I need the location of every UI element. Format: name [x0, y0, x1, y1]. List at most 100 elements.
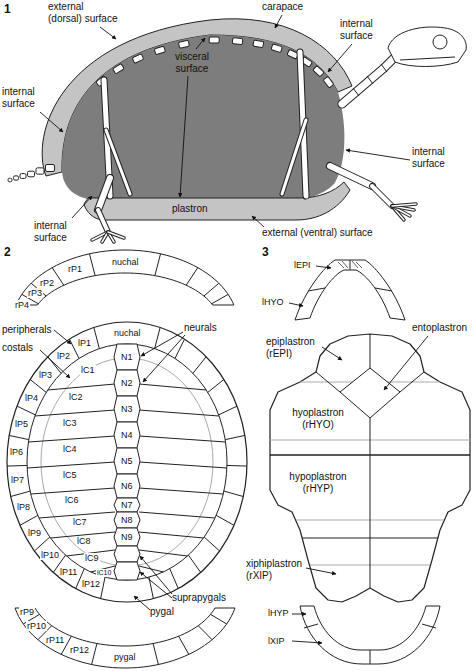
bone-outline: [98, 178, 110, 210]
neck-joint: [367, 76, 373, 84]
panel-number: 3: [262, 246, 269, 260]
peripheral-suture: [17, 406, 35, 415]
suture: [89, 254, 95, 276]
suture: [212, 294, 228, 303]
anterior-plastron-view: [295, 260, 405, 320]
jaw-line: [400, 57, 455, 60]
part-label: rP4: [14, 300, 30, 310]
tail-vertebra: [36, 168, 44, 174]
vertebra: [232, 38, 242, 45]
part-label: entoplastron: [412, 322, 467, 334]
leader-arrow: [143, 335, 185, 382]
part-label: lP8: [16, 502, 31, 512]
peripheral-suture: [94, 327, 100, 348]
part-label: lEPI: [294, 260, 311, 270]
hyo-hypo-suture: [270, 454, 470, 456]
peripheral-suture: [9, 435, 29, 439]
part-label: lP9: [27, 528, 42, 538]
peripheral-suture: [208, 379, 224, 392]
leader-arrow: [72, 196, 92, 218]
part-label: lC7: [72, 517, 88, 527]
part-label: internal surface: [412, 146, 456, 169]
vertebra: [323, 76, 334, 88]
suture: [422, 624, 436, 628]
suture: [211, 614, 227, 624]
leader-arrow: [54, 330, 71, 344]
part-label: epiplastron (rEPI): [266, 336, 326, 359]
vertebra: [154, 46, 165, 55]
hypo-xiphi-suture: [302, 538, 438, 539]
vertebra: [313, 66, 324, 77]
part-label: plastron: [171, 203, 209, 215]
part-label: internal surface: [2, 86, 46, 109]
peripheral-suture: [225, 435, 245, 439]
neural-bone: [114, 448, 140, 474]
bone-outline: [330, 166, 372, 186]
part-label: nuchal: [111, 257, 140, 267]
tail-vertebra: [20, 174, 26, 179]
part-label: N1: [120, 352, 134, 362]
part-label: N3: [120, 404, 134, 414]
part-label: N5: [120, 456, 134, 466]
leader-arrow: [252, 216, 264, 227]
suture: [155, 254, 161, 276]
bone: [108, 232, 124, 238]
part-label: external (ventral) surface: [262, 227, 373, 239]
part-label: pygal: [150, 606, 174, 618]
part-label: hyoplastron (rHYO): [286, 407, 350, 430]
leader-arrow: [384, 336, 428, 390]
part-label: pygal: [113, 652, 137, 662]
part-label: rP10: [26, 621, 47, 631]
neural-bone: [114, 370, 140, 396]
part-label: lC2: [68, 392, 84, 402]
part-label: lP10: [40, 550, 60, 560]
midline-suture: [370, 418, 371, 588]
suture: [186, 268, 198, 286]
part-label: lC4: [62, 444, 78, 454]
part-label: carapace: [262, 1, 303, 13]
hatching: [338, 262, 344, 268]
part-label: lP5: [14, 419, 29, 429]
costal-suture: [27, 462, 115, 468]
costal-suture: [139, 384, 206, 390]
part-label: lC5: [62, 470, 78, 480]
visceral-cavity: [62, 35, 344, 200]
peripheral-suture: [193, 357, 206, 374]
part-label: neurals: [184, 322, 217, 334]
part-label: costals: [2, 342, 33, 354]
part-label: rP9: [19, 607, 35, 617]
leader-arrow: [134, 596, 150, 610]
bone: [372, 186, 392, 206]
bone: [330, 166, 372, 186]
peripheral-suture: [216, 515, 234, 525]
carapace-outline: [7, 322, 247, 602]
costal-suture: [31, 488, 115, 494]
costal-suture: [139, 512, 215, 518]
part-label: lP12: [81, 579, 101, 589]
vertebra: [271, 44, 282, 53]
anterior-rim: [16, 250, 234, 305]
part-label: lP11: [59, 567, 78, 577]
costal-suture: [139, 436, 226, 442]
plastron-section: [84, 182, 350, 220]
part-label: rP12: [69, 645, 90, 655]
neck-joint: [381, 64, 387, 72]
leader-lines: [40, 15, 428, 643]
hatching: [356, 262, 362, 268]
vertebra: [132, 54, 144, 64]
leader-arrow: [100, 27, 116, 39]
part-label: N9: [120, 532, 134, 542]
part-label: N7: [120, 500, 134, 510]
part-label: lP3: [38, 370, 53, 380]
part-label: N6: [120, 481, 134, 491]
part-label: lP7: [10, 475, 25, 485]
leader-arrow: [346, 150, 410, 160]
part-label: lP1: [77, 338, 92, 348]
part-label: hypoplastron (rHYP): [284, 471, 352, 494]
skull: [388, 27, 466, 67]
bone-outline: [392, 204, 416, 206]
orbit: [433, 35, 447, 49]
scute-sulcus: [41, 358, 213, 566]
part-label: N4: [120, 430, 134, 440]
